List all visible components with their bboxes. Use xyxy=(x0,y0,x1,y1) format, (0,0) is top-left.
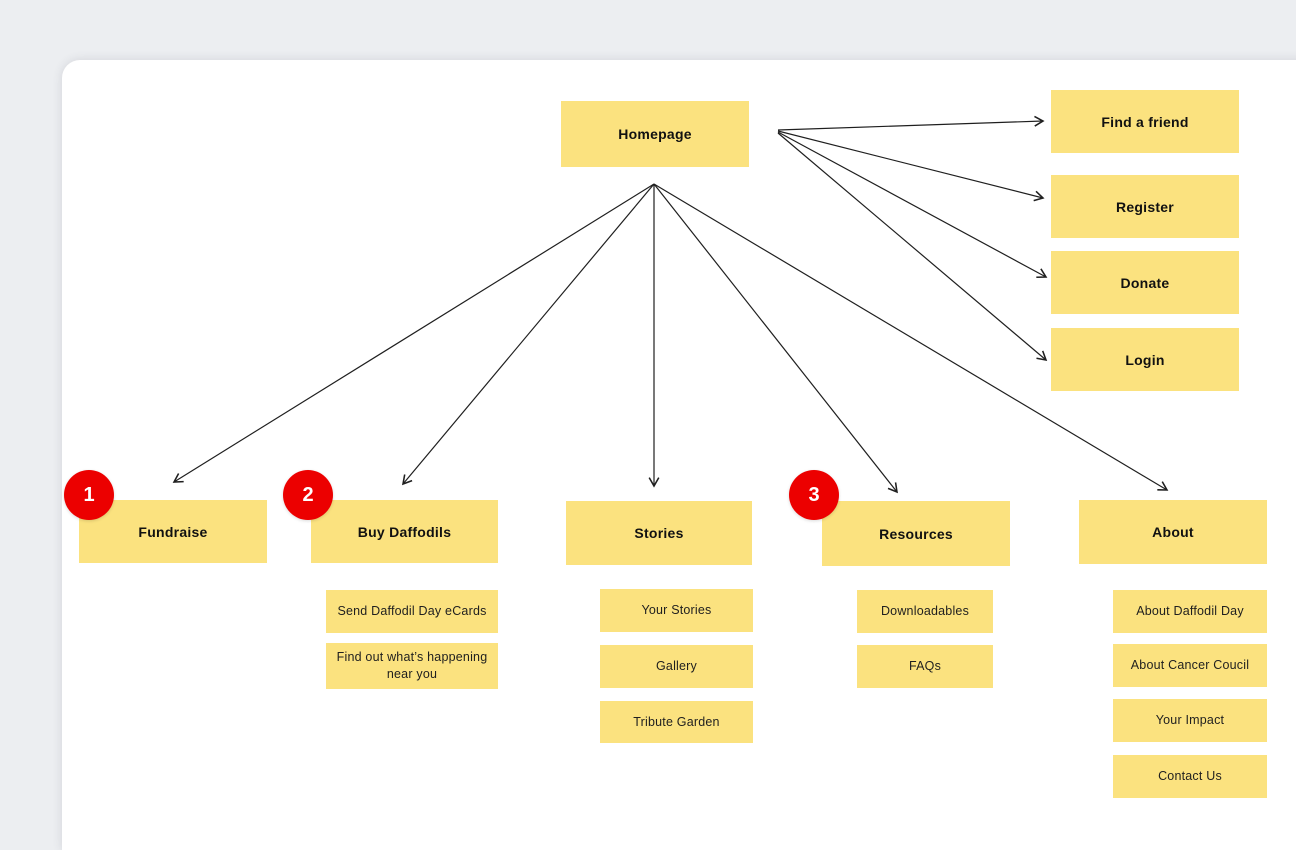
badge-2[interactable]: 2 xyxy=(283,470,333,520)
badge-number: 3 xyxy=(808,483,820,506)
node-label: Stories xyxy=(634,525,684,541)
canvas-background: Homepage Find a friend Register Donate L… xyxy=(62,60,1296,850)
node-downloadables[interactable]: Downloadables xyxy=(857,590,993,633)
node-contact-us[interactable]: Contact Us xyxy=(1113,755,1267,798)
node-resources[interactable]: Resources xyxy=(822,501,1010,566)
node-stories[interactable]: Stories xyxy=(566,501,752,565)
node-faqs[interactable]: FAQs xyxy=(857,645,993,688)
node-gallery[interactable]: Gallery xyxy=(600,645,753,688)
node-fundraise[interactable]: Fundraise xyxy=(79,500,267,563)
node-label: Send Daffodil Day eCards xyxy=(337,604,487,619)
node-label: Downloadables xyxy=(880,604,970,619)
node-label: Donate xyxy=(1120,274,1170,291)
node-label: Fundraise xyxy=(138,523,208,540)
node-label: Login xyxy=(1125,351,1165,368)
node-label: Homepage xyxy=(618,126,692,142)
node-about-cancer-coucil[interactable]: About Cancer Coucil xyxy=(1113,644,1267,687)
badge-1[interactable]: 1 xyxy=(64,470,114,520)
node-your-impact[interactable]: Your Impact xyxy=(1113,699,1267,742)
node-donate[interactable]: Donate xyxy=(1051,251,1239,314)
node-your-stories[interactable]: Your Stories xyxy=(600,589,753,632)
node-find-a-friend[interactable]: Find a friend xyxy=(1051,90,1239,153)
node-label: Buy Daffodils xyxy=(357,523,452,540)
node-register[interactable]: Register xyxy=(1051,175,1239,238)
node-homepage[interactable]: Homepage xyxy=(561,101,749,167)
node-label: Contact Us xyxy=(1158,769,1222,784)
node-label: Find a friend xyxy=(1101,113,1189,130)
node-about[interactable]: About xyxy=(1079,500,1267,564)
node-label: Tribute Garden xyxy=(633,714,720,729)
badge-3[interactable]: 3 xyxy=(789,470,839,520)
node-send-daffodil-day-ecards[interactable]: Send Daffodil Day eCards xyxy=(326,590,498,633)
node-about-daffodil-day[interactable]: About Daffodil Day xyxy=(1113,590,1267,633)
node-login[interactable]: Login xyxy=(1051,328,1239,391)
badge-number: 2 xyxy=(302,483,314,506)
node-tribute-garden[interactable]: Tribute Garden xyxy=(600,701,753,743)
node-label: About xyxy=(1152,524,1194,540)
node-buy-daffodils[interactable]: Buy Daffodils xyxy=(311,500,498,563)
node-label: About Cancer Coucil xyxy=(1130,658,1250,673)
node-label: Resources xyxy=(879,525,953,542)
node-label: Your Stories xyxy=(641,603,712,618)
node-label: FAQs xyxy=(908,659,942,674)
node-label: Register xyxy=(1115,198,1175,215)
node-label: Your Impact xyxy=(1155,713,1225,728)
node-find-out-whats-happening-near-you[interactable]: Find out what’s happening near you xyxy=(326,643,498,689)
node-label: About Daffodil Day xyxy=(1136,604,1244,619)
node-label: Gallery xyxy=(656,659,697,674)
node-label: Find out what’s happening near you xyxy=(336,650,488,681)
badge-number: 1 xyxy=(83,483,95,506)
